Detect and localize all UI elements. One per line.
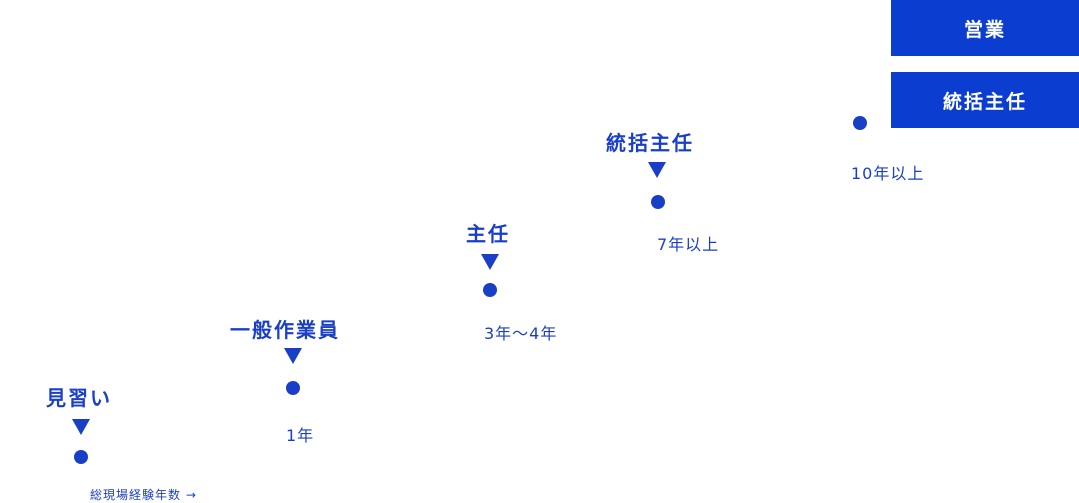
step-dot [853, 116, 867, 130]
step-years-sales: 10年以上 [851, 164, 925, 183]
step-role-apprentice: 見習い [46, 386, 112, 410]
step-arrow-icon [72, 419, 90, 435]
axis-label: 総現場経験年数 → [90, 488, 197, 502]
step-role-worker: 一般作業員 [230, 318, 340, 342]
step-arrow-icon [284, 348, 302, 364]
step-dot [74, 450, 88, 464]
step-arrow-icon [648, 162, 666, 178]
step-years-worker: 1年 [286, 426, 315, 445]
step-role-general-chief: 統括主任 [606, 131, 694, 155]
general-manager-label: 統括主任 [942, 90, 1027, 113]
step-years-general-chief: 7年以上 [657, 235, 720, 254]
step-dot [651, 195, 665, 209]
step-dot [286, 381, 300, 395]
step-role-chief: 主任 [466, 222, 510, 246]
step-dot [483, 283, 497, 297]
general-manager-box: 統括主任 [891, 72, 1079, 128]
step-arrow-icon [481, 254, 499, 270]
sales-box: 営業 [891, 0, 1079, 56]
sales-label: 営業 [963, 18, 1006, 41]
step-years-chief: 3年〜4年 [484, 324, 558, 343]
